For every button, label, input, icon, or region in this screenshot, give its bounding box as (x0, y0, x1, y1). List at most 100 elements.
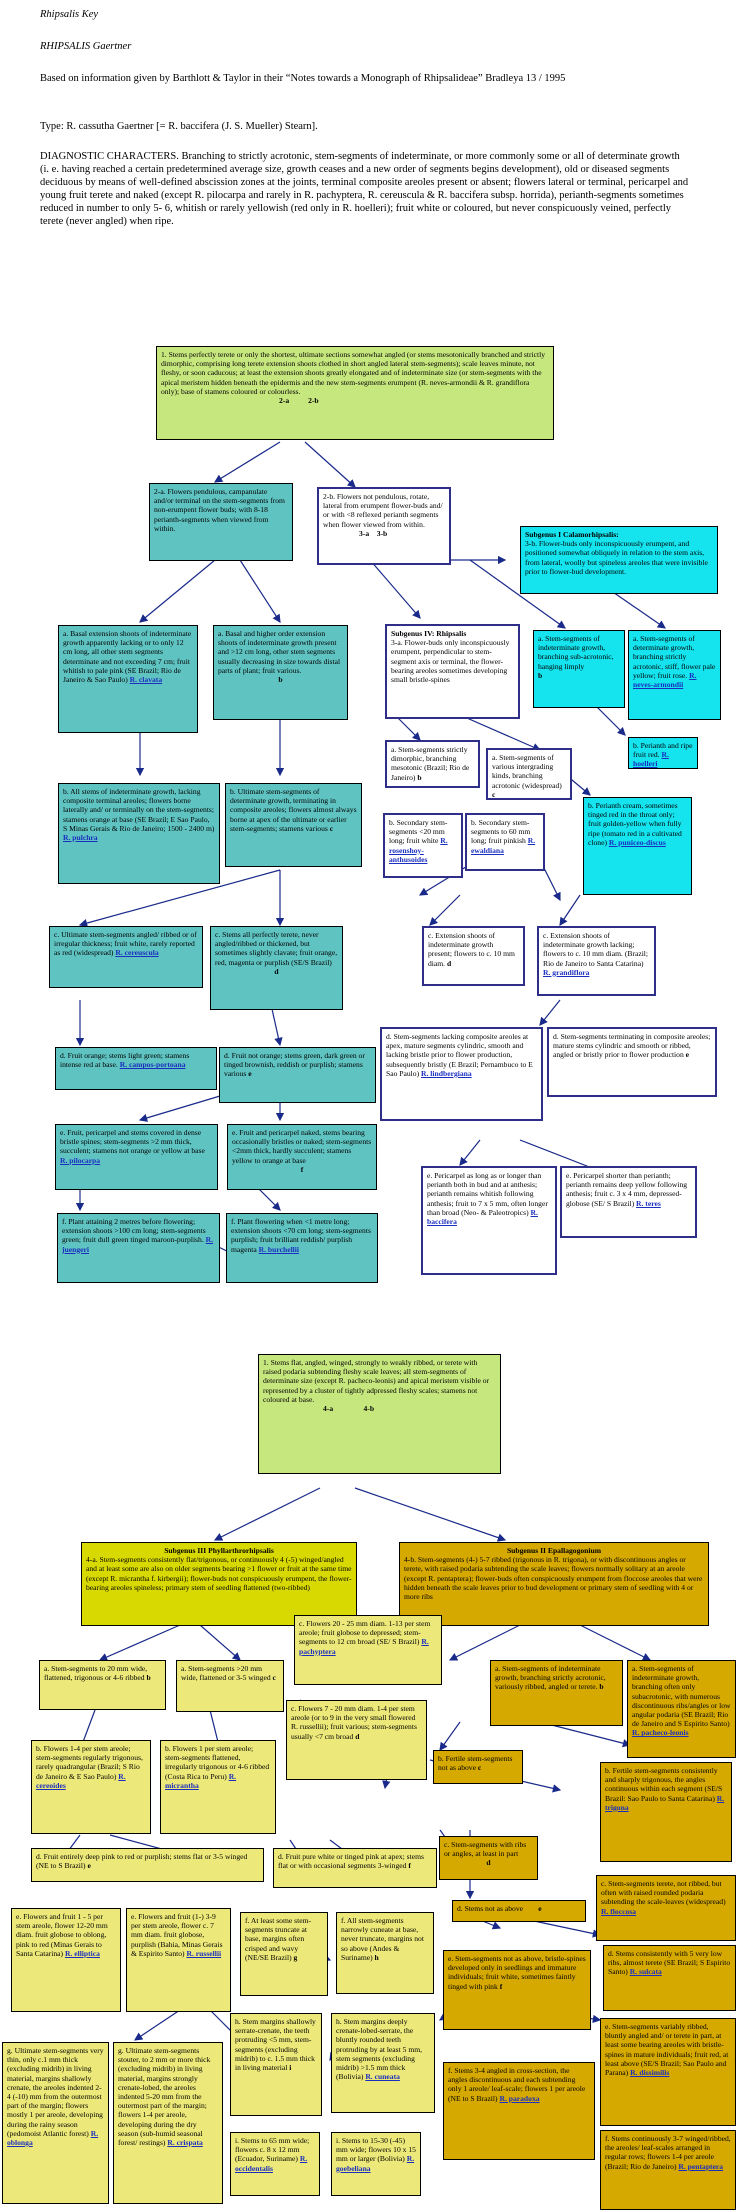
couplet-text: a. Stem-segments of indeterminate growth… (495, 1664, 606, 1692)
couplet-text: b. Secondary stem-segments to 60 mm long… (471, 818, 531, 846)
key1-couplet-e2: e. Fruit and pericarpel naked, stems bea… (227, 1124, 377, 1190)
lead-c[interactable]: c (272, 1673, 276, 1683)
species-link[interactable]: R. hoelleri (633, 750, 669, 769)
lead-b[interactable]: b (417, 772, 422, 782)
species-link[interactable]: R. burchellii (258, 1244, 300, 1254)
species-link[interactable]: R. pacheco-leonis (632, 1728, 689, 1738)
key2-couplet-p4: b. Flowers 1-4 per stem areole; stem-seg… (31, 1740, 151, 1834)
couplet-text: d. Stem-segments lacking composite areol… (386, 1032, 533, 1078)
species-link[interactable]: R. rosenshoy-anthusoides (389, 836, 448, 864)
couplet-text: b. Ultimate stem-segments of determinate… (230, 787, 357, 833)
lead-2a[interactable]: 2-a (279, 396, 290, 406)
lead-b[interactable]: b (538, 670, 543, 680)
lead-d[interactable]: d (274, 966, 279, 976)
species-link[interactable]: R. cereoides (36, 1771, 126, 1790)
subgenus-rhipsalis: Subgenus IV: Rhipsalis 3-a. Flower-buds … (385, 624, 520, 719)
species-link[interactable]: R. pachyptera (299, 1637, 429, 1656)
couplet-text: d. Stems consistently with 5 very low ri… (608, 1949, 731, 1977)
key1-couplet-f2: f. Plant flowering when <1 metre long; e… (226, 1213, 378, 1283)
lead-f[interactable]: f (499, 1981, 503, 1991)
lead-f[interactable]: f (408, 1861, 411, 1871)
key2-couplet-e2: a. Stem-segments of indeterminate growth… (627, 1660, 736, 1758)
lead-g[interactable]: g (293, 1952, 298, 1962)
key1-couplet-3b-a1: a. Stem-segments of indeterminate growth… (533, 630, 625, 708)
species-link[interactable]: R. oblonga (7, 2128, 99, 2148)
species-link[interactable]: R. paradoxa (499, 2093, 540, 2103)
key1-couplet-d4: d. Stem-segments terminating in composit… (547, 1027, 717, 1097)
species-link[interactable]: R. goebeliana (336, 2154, 415, 2173)
species-link[interactable]: R. baccifera (427, 1207, 538, 1227)
species-link[interactable]: R. elliptica (64, 1948, 100, 1958)
key2-couplet-p15: h. Stem margins shallowly serrate-crenat… (230, 2013, 322, 2116)
couplet-text: a. Stem-segments of determinate growth, … (633, 634, 716, 680)
species-link[interactable]: R. sulcata (629, 1967, 662, 1977)
species-link[interactable]: R. ewaldiana (471, 836, 536, 855)
couplet-text: g. Ultimate stem-segments very thin, onl… (7, 2046, 104, 2138)
subgenus-title: Subgenus III Phyllarthrorhipsalis (164, 1546, 274, 1555)
lead-4b[interactable]: 4-b (363, 1404, 375, 1414)
species-link[interactable]: R. cereuscula (115, 948, 159, 958)
species-link[interactable]: R. crispata (167, 2138, 203, 2148)
species-link[interactable]: R. pilocarpa (60, 1155, 101, 1165)
species-link[interactable]: R. juengeri (62, 1235, 214, 1254)
couplet-text: f. Stems 3-4 angled in cross-section, th… (448, 2066, 586, 2103)
key1-couplet-c2: c. Stems all perfectly terete, never ang… (210, 926, 343, 1010)
lead-e[interactable]: e (538, 1904, 542, 1913)
species-link[interactable]: R. floccosa (601, 1906, 637, 1916)
couplet-text: e. Flowers and fruit 1 - 5 per stem areo… (16, 1912, 108, 1958)
lead-b[interactable]: b (278, 675, 283, 685)
couplet-text: c. Flowers 7 - 20 mm diam. 1-4 per stem … (291, 1704, 417, 1741)
couplet-text: c. Stem-segments with ribs or angles, at… (444, 1840, 527, 1859)
species-link[interactable]: R. dissimilis (630, 2068, 670, 2078)
lead-e[interactable]: e (248, 1069, 252, 1079)
lead-f[interactable]: f (300, 1164, 304, 1174)
species-link[interactable]: R. occidentalis (235, 2154, 308, 2173)
species-link[interactable]: R. cuneata (365, 2072, 400, 2082)
species-link[interactable]: R. puniceo-discus (608, 837, 666, 847)
couplet-text: b. Fertile stem-segments not as above (438, 1754, 513, 1773)
lead-b[interactable]: b (146, 1673, 151, 1683)
species-link[interactable]: R. teres (636, 1198, 661, 1208)
species-link[interactable]: R. russellii (186, 1948, 222, 1958)
lead-3b[interactable]: 3-b (376, 528, 388, 538)
key2-couplet-e5: c. Stem-segments with ribs or angles, at… (439, 1836, 538, 1880)
species-link[interactable]: R. campos-portoana (119, 1060, 186, 1070)
lead-c[interactable]: c (492, 789, 496, 799)
lead-d[interactable]: d (447, 958, 452, 968)
species-link[interactable]: R. neves-armondii (633, 670, 697, 690)
key-title: Rhipsalis Key (40, 9, 99, 20)
lead-h[interactable]: h (374, 1952, 379, 1962)
type-species: Type: R. cassutha Gaertner [= R. baccife… (40, 121, 318, 132)
key2-couplet-p12: f. All stem-segments narrowly cuneate at… (336, 1912, 434, 1994)
key2-couplet-e9: e. Stem-segments not as above, bristle-s… (443, 1950, 591, 2030)
species-link[interactable]: R. micrantha (165, 1771, 237, 1790)
lead-2b[interactable]: 2-b (308, 396, 319, 406)
couplet-text: b. All stems of indeterminate growth, la… (63, 787, 215, 833)
lead-e[interactable]: e (685, 1050, 690, 1060)
lead-i[interactable]: i (289, 2063, 292, 2073)
key2-couplet-e11: f. Stems 3-4 angled in cross-section, th… (443, 2062, 595, 2160)
couplet-text: f. All stem-segments narrowly cuneate at… (341, 1916, 424, 1962)
key1-couplet-b2: b. Ultimate stem-segments of determinate… (225, 783, 362, 867)
key2-couplet-p3: c. Flowers 20 - 25 mm diam. 1-13 per ste… (294, 1615, 442, 1685)
couplet-text: b. Fertile stem-segments consistently an… (605, 1766, 723, 1803)
key2-couplet-p10: e. Flowers and fruit (1-) 3-9 per stem a… (126, 1908, 231, 2012)
couplet-text: e. Flowers and fruit (1-) 3-9 per stem a… (131, 1912, 223, 1958)
species-link[interactable]: R. clavata (129, 675, 163, 685)
lead-e[interactable]: e (87, 1861, 91, 1871)
key1-couplet-e1: e. Fruit, pericarpel and stems covered i… (55, 1124, 218, 1190)
lead-c[interactable]: c (329, 823, 334, 833)
lead-3a[interactable]: 3-a (359, 528, 370, 538)
lead-4a[interactable]: 4-a (323, 1404, 334, 1414)
species-link[interactable]: R. lindbergiana (421, 1068, 472, 1078)
lead-d[interactable]: d (355, 1731, 360, 1741)
species-link[interactable]: R. pentaptera (678, 2161, 724, 2171)
lead-c[interactable]: c (477, 1763, 482, 1773)
lead-d[interactable]: d (486, 1858, 491, 1868)
species-link[interactable]: R. trigona (605, 1793, 725, 1812)
species-link[interactable]: R. grandiflora (543, 967, 590, 977)
lead-b[interactable]: b (599, 1682, 604, 1692)
key2-couplet-p8: d. Fruit pure white or tinged pink at ap… (273, 1848, 437, 1888)
couplet-text: b. Perianth cream, sometimes tinged red … (588, 801, 682, 847)
species-link[interactable]: R. pulchra (63, 833, 98, 843)
